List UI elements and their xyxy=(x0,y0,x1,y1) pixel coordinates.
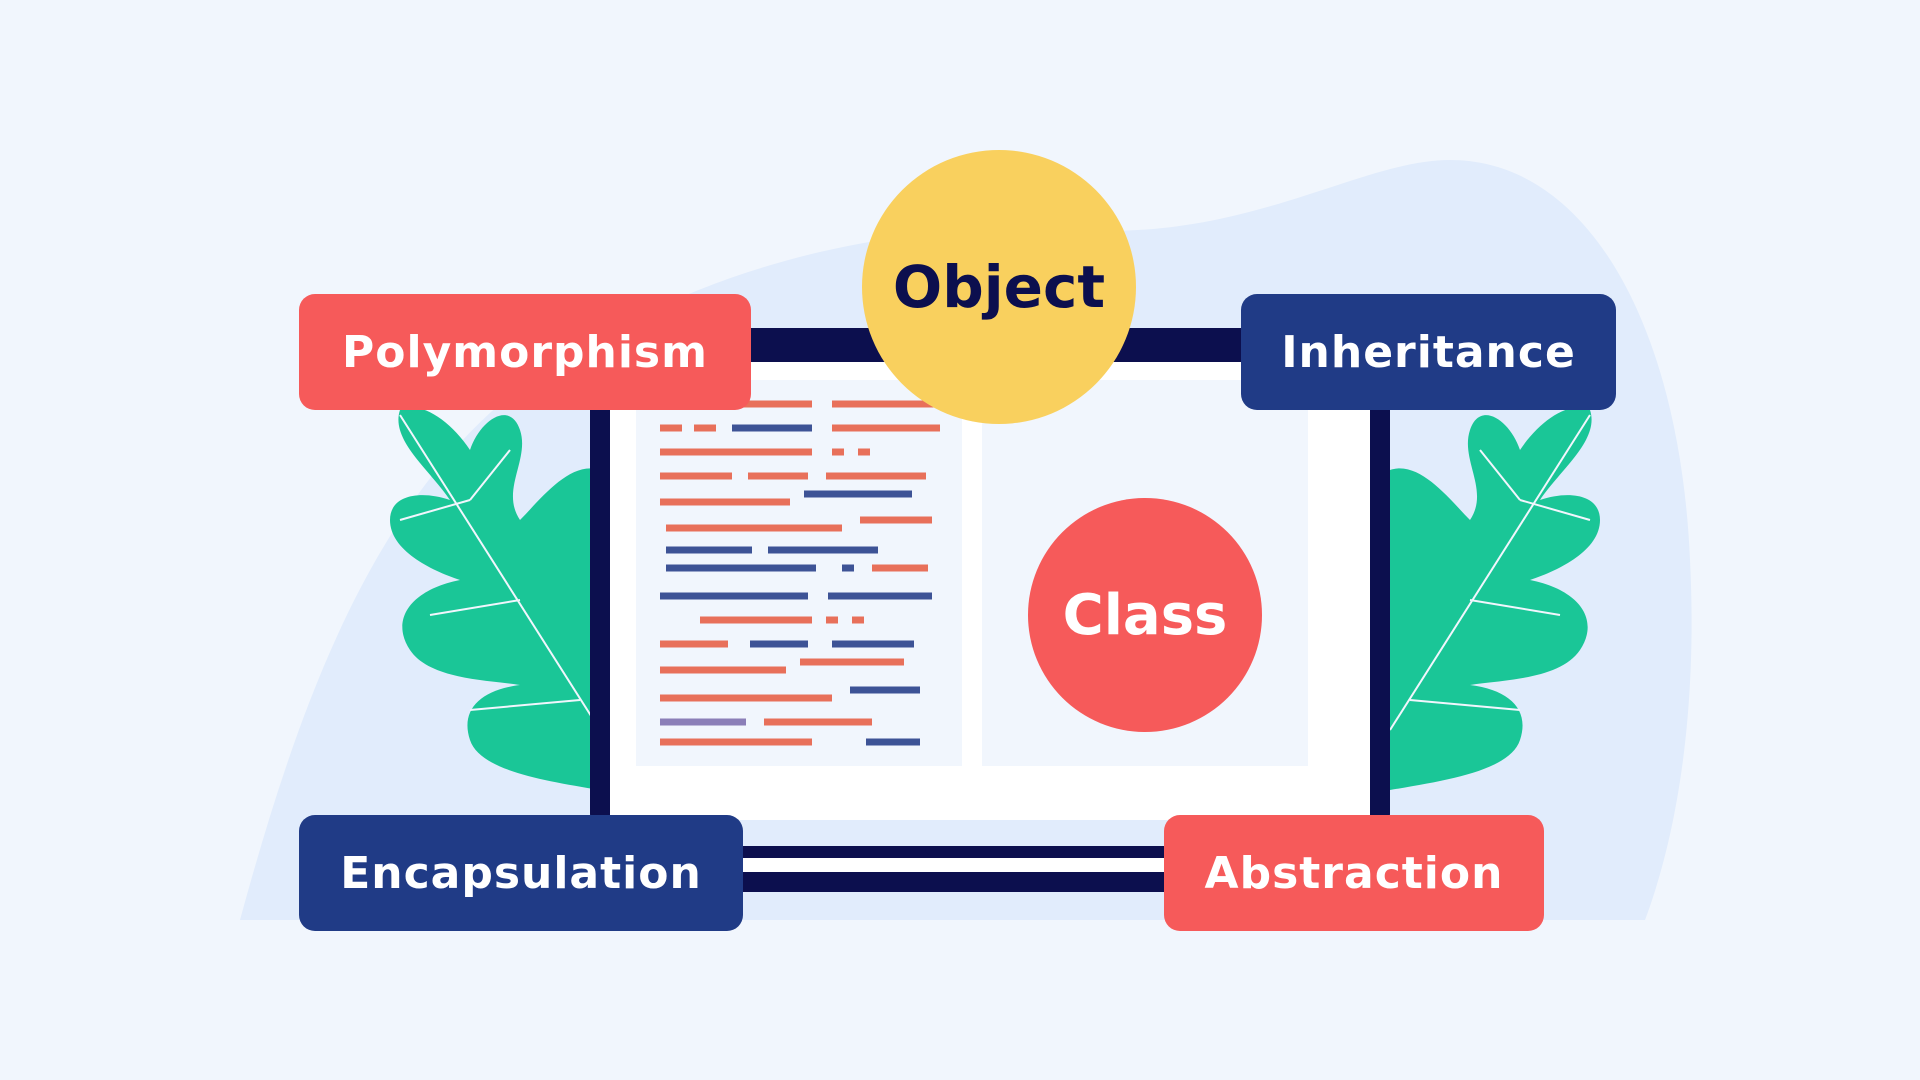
encapsulation-text: Encapsulation xyxy=(340,847,702,899)
abstraction-label: Abstraction xyxy=(1164,815,1544,931)
leaf-right-icon xyxy=(1390,407,1600,790)
polymorphism-label: Polymorphism xyxy=(299,294,751,410)
object-label: Object xyxy=(892,253,1106,321)
code-panel xyxy=(636,380,962,766)
inheritance-label: Inheritance xyxy=(1241,294,1616,410)
laptop-notch xyxy=(925,846,1065,856)
laptop-screen-icon xyxy=(590,328,1390,820)
leaf-left-icon xyxy=(390,407,600,790)
inheritance-text: Inheritance xyxy=(1281,326,1576,378)
abstraction-text: Abstraction xyxy=(1204,847,1504,899)
class-circle: Class xyxy=(1028,498,1262,732)
polymorphism-text: Polymorphism xyxy=(342,326,708,378)
encapsulation-label: Encapsulation xyxy=(299,815,743,931)
code-lines-icon xyxy=(660,400,940,746)
object-circle: Object xyxy=(862,150,1136,424)
class-label: Class xyxy=(1062,582,1228,648)
